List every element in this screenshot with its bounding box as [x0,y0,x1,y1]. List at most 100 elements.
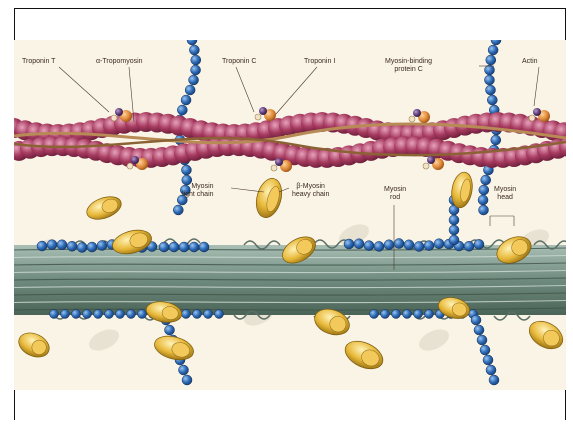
mybpc-bead [97,240,107,250]
label-myosin-heavy-chain: β-Myosin heavy chain [292,183,329,199]
mybpc-bead [449,215,459,225]
troponin-i-sphere [427,156,435,164]
mybpc-bead [50,310,59,319]
leader-line [59,67,109,112]
mybpc-bead [83,310,92,319]
mybpc-bead [425,310,434,319]
mybpc-bead [116,310,125,319]
troponin-t-sphere [111,115,117,121]
troponin-i-sphere [275,158,283,166]
mybpc-bead [204,310,213,319]
label-mlc-line1: Myosin [182,183,214,191]
troponin-t-sphere [409,116,415,122]
label-mybpc: Myosin-binding protein C [385,58,432,74]
label-rod-line2: rod [384,194,406,202]
mybpc-bead [61,310,70,319]
myosin-head [84,192,125,223]
troponin-i-sphere [131,156,139,164]
label-troponin-c: Troponin C [222,58,256,66]
label-myosin-head: Myosin head [494,186,516,202]
mybpc-bead [434,239,444,249]
mybpc-bead [464,241,474,251]
mybpc-bead [182,310,191,319]
mybpc-bead [381,310,390,319]
mybpc-bead [181,95,191,105]
troponin-i-sphere [259,107,267,115]
mybpc-bead [215,310,224,319]
mybpc-bead [478,195,488,205]
mybpc-bead [187,40,197,45]
label-head-line1: Myosin [494,186,516,194]
mybpc-bead [414,310,423,319]
mybpc-bead [424,241,434,251]
mybpc-bead [189,45,199,55]
mybpc-bead [57,240,67,250]
label-mlc-line2: light chain [182,191,214,199]
label-mybpc-line2: protein C [385,66,432,74]
leader-line [534,67,539,106]
mybpc-bead [487,95,497,105]
myosin-head [524,316,566,355]
background-myosin-head [416,325,453,355]
mybpc-bead [344,239,354,249]
mybpc-bead [181,165,191,175]
mybpc-bead [479,185,489,195]
mybpc-bead [72,310,81,319]
mybpc-bead [364,241,374,251]
mybpc-bead [481,175,491,185]
label-mhc-line1: β-Myosin [292,183,329,191]
mybpc-bead [173,205,183,215]
label-myosin-light-chain: Myosin light chain [182,183,214,199]
mybpc-bead [47,240,57,250]
mybpc-bead [199,242,209,252]
troponin-i-sphere [115,108,123,116]
myosin-head [341,336,387,375]
mybpc-bead [384,240,394,250]
mybpc-bead [488,45,498,55]
mybpc-bead [394,239,404,249]
mybpc-bead [87,242,97,252]
mybpc-bead [484,75,494,85]
troponin-t-sphere [423,163,429,169]
mybpc-bead [354,239,364,249]
label-tropomyosin: α-Tropomyosin [96,58,143,66]
mybpc-bead [474,325,484,335]
mybpc-bead [189,242,199,252]
mybpc-bead [471,315,481,325]
mybpc-bead [483,355,493,365]
myosin-head [152,332,196,364]
troponin-i-sphere [533,108,541,116]
mybpc-bead [486,85,496,95]
mybpc-bead [489,375,499,385]
mybpc-bead [105,310,114,319]
mybpc-bead [127,310,136,319]
mybpc-bead [404,240,414,250]
mybpc-bead [37,241,47,251]
mybpc-bead [159,242,169,252]
label-mybpc-line1: Myosin-binding [385,58,432,66]
mybpc-bead [182,375,192,385]
troponin-t-sphere [127,163,133,169]
mybpc-bead [477,335,487,345]
sarcomere-illustration: Troponin T α-Tropomyosin Troponin C Trop… [14,40,566,390]
label-troponin-i: Troponin I [304,58,335,66]
mybpc-bead [392,310,401,319]
mybpc-bead [77,242,87,252]
mybpc-bead [179,365,189,375]
mybpc-bead [169,242,179,252]
mybpc-bead [185,85,195,95]
troponin-i-sphere [413,109,421,117]
mybpc-bead [179,242,189,252]
mybpc-bead [189,75,199,85]
label-myosin-rod: Myosin rod [384,186,406,202]
mybpc-bead [374,241,384,251]
troponin-t-sphere [529,115,535,121]
mybpc-bead [479,205,489,215]
leader-line [236,67,254,112]
mybpc-bead [177,105,187,115]
mybpc-bead [449,235,459,245]
mybpc-bead [480,345,490,355]
mybpc-bead [165,325,175,335]
mybpc-bead [491,40,501,45]
myosin-head [252,176,286,221]
